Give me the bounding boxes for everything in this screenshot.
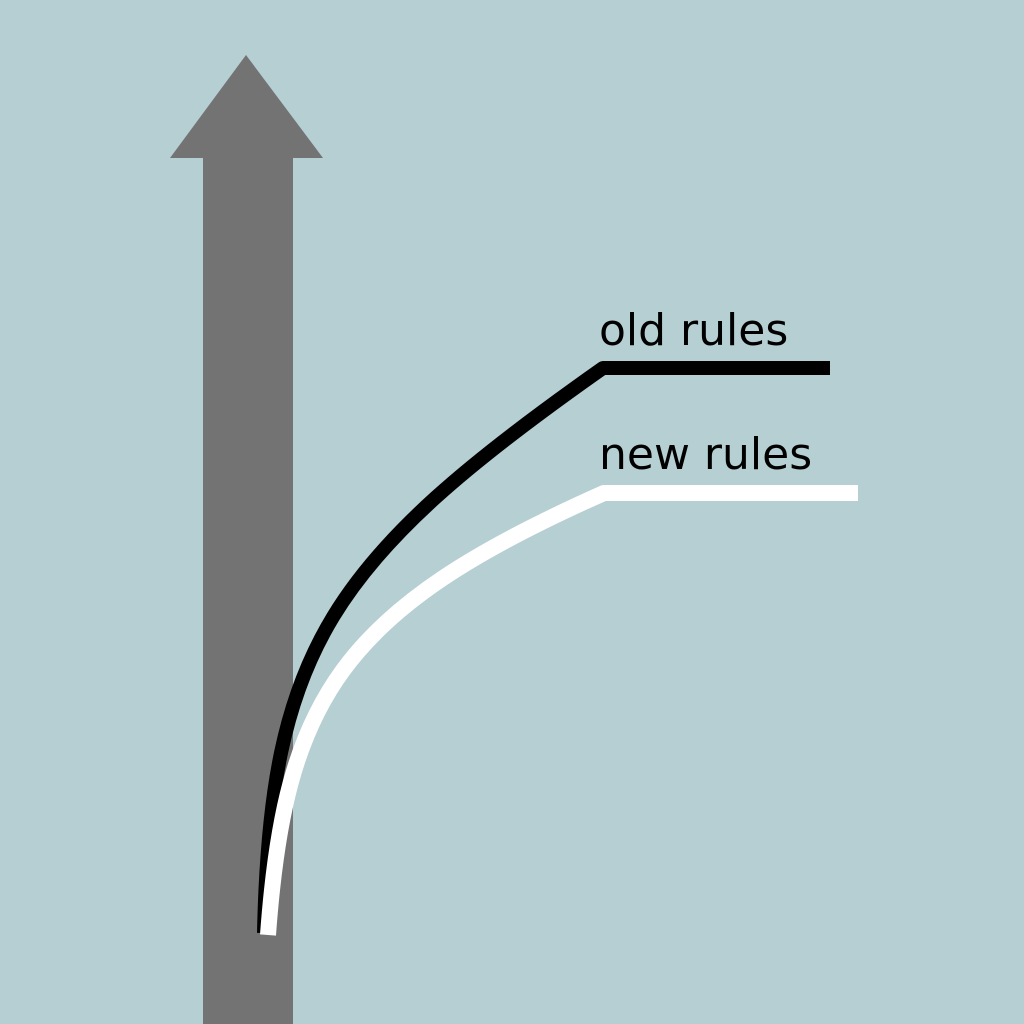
new-rules-label: new rules bbox=[599, 429, 812, 480]
new-rules-path bbox=[260, 485, 858, 936]
arrow-head bbox=[170, 55, 323, 158]
up-arrow-icon bbox=[170, 55, 323, 1024]
old-rules-label: old rules bbox=[599, 305, 788, 356]
old-rules-path bbox=[257, 361, 830, 934]
